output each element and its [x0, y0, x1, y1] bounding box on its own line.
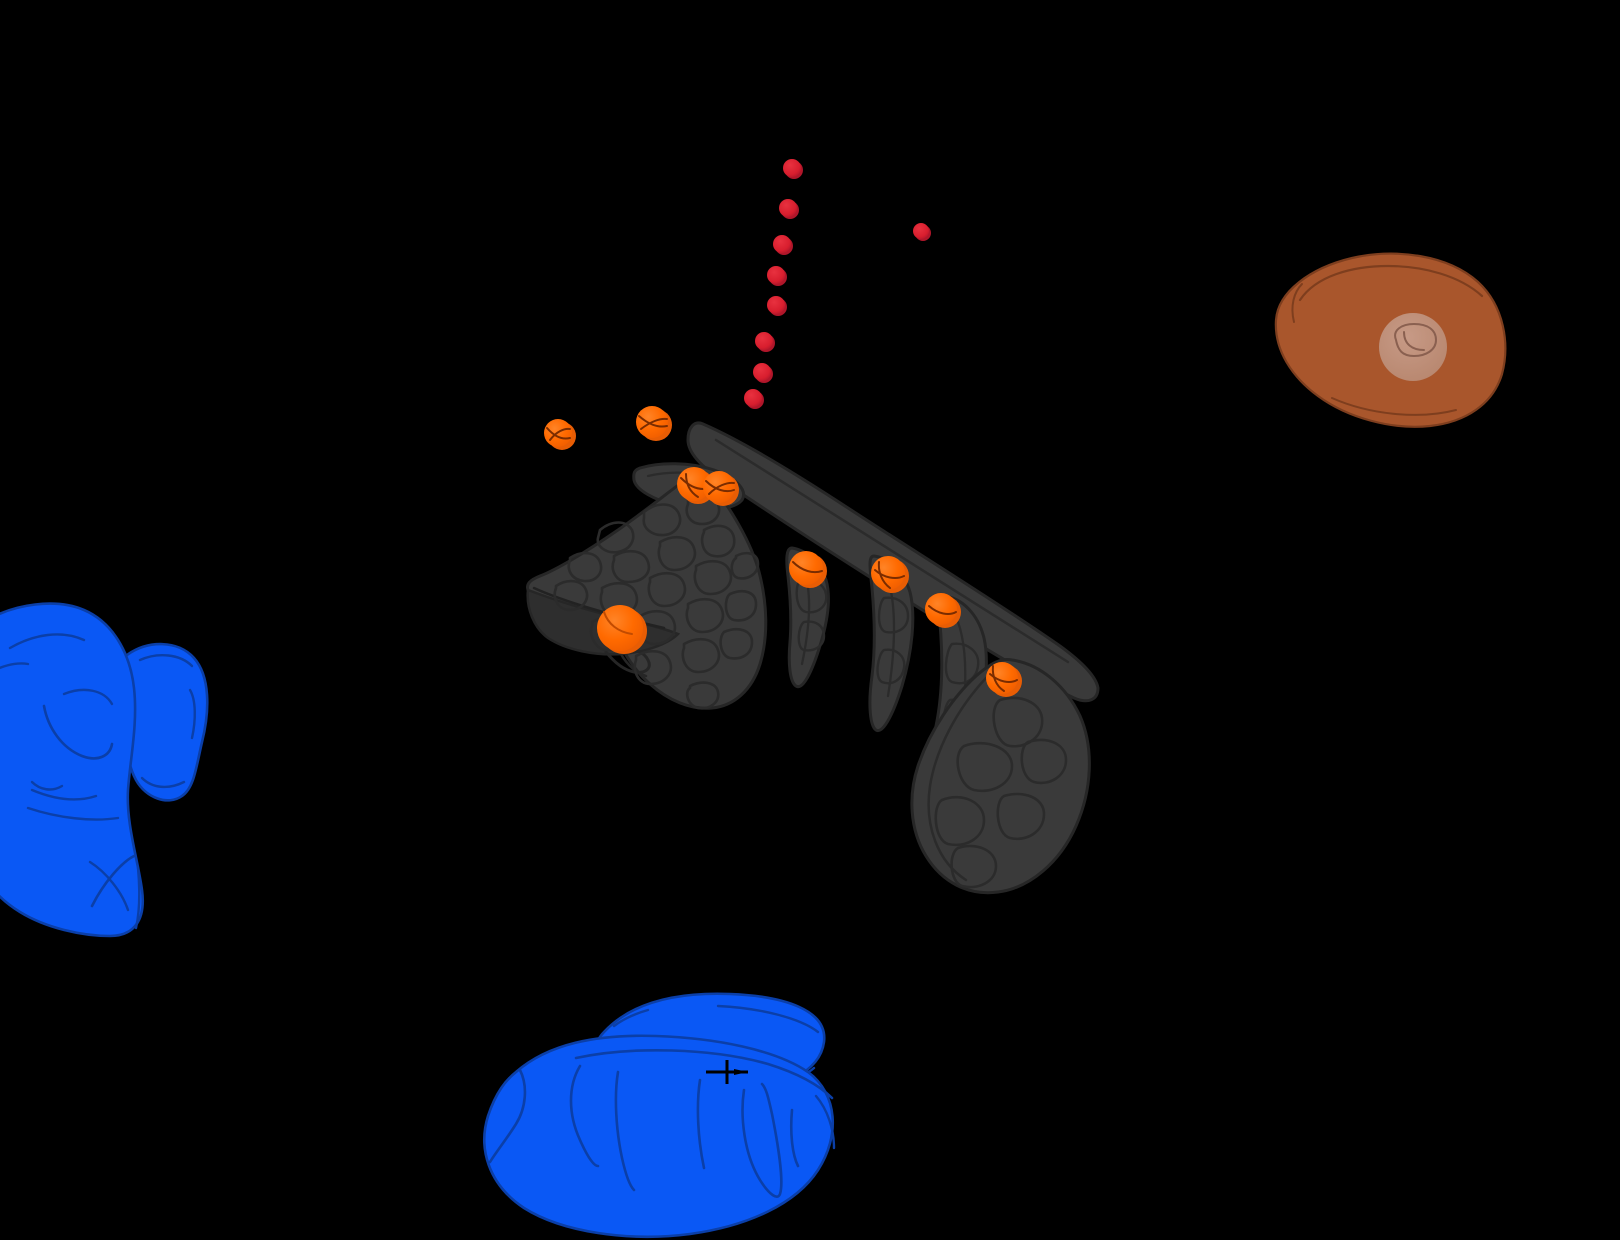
orange-ball	[925, 593, 961, 628]
orange-ball	[789, 551, 827, 588]
orange-balls	[544, 406, 1022, 697]
orange-ball	[703, 471, 739, 506]
creature-finger-2	[868, 554, 915, 733]
red-dot	[783, 159, 803, 179]
red-dot	[753, 363, 773, 383]
orange-ball	[636, 406, 672, 441]
brown-blob	[1274, 252, 1507, 428]
red-dot	[744, 389, 764, 409]
red-dot	[773, 235, 793, 255]
blue-glove-left	[0, 602, 209, 938]
red-dot	[755, 332, 775, 352]
red-dot	[779, 199, 799, 219]
red-dot	[767, 296, 787, 316]
orange-ball-large	[597, 605, 647, 654]
orange-ball	[544, 419, 576, 450]
cursor-crosshair-icon	[706, 1060, 748, 1084]
red-dot	[913, 223, 931, 241]
red-dot	[767, 266, 787, 286]
orange-ball	[986, 662, 1022, 697]
orange-ball	[871, 556, 909, 593]
red-dots	[744, 159, 931, 409]
blue-glove-bottom	[483, 992, 836, 1239]
